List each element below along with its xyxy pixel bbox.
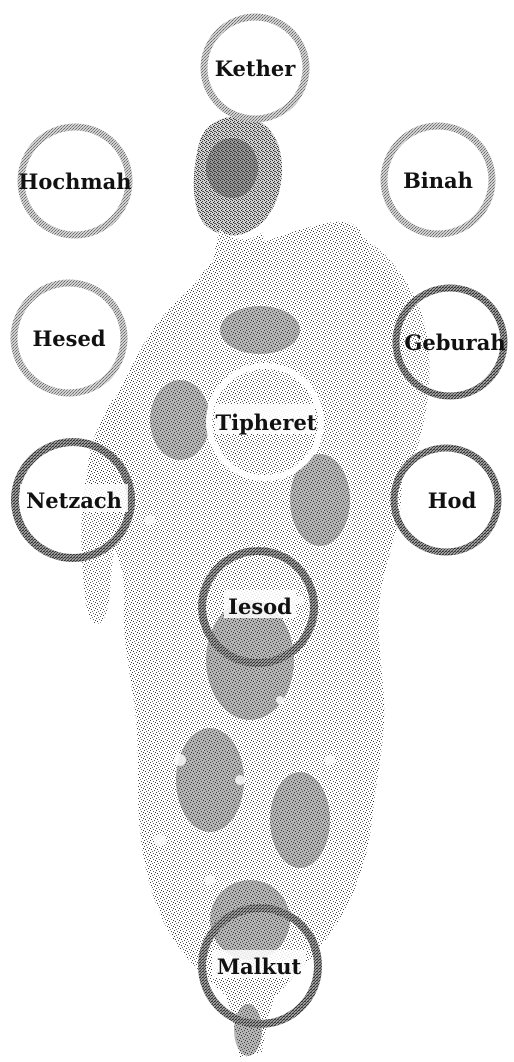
sefira-label: Tipheret: [215, 410, 316, 435]
sefira-label: Netzach: [26, 488, 122, 513]
sefira-label: Hesed: [32, 326, 105, 351]
human-figure: [81, 116, 429, 1058]
sefira-label: Binah: [403, 168, 473, 193]
sefira-label: Geburah: [404, 330, 505, 355]
sefira-label: Malkut: [217, 954, 302, 979]
sefira-hochmah: Hochmah: [19, 127, 132, 235]
sefira-hod: Hod: [394, 448, 498, 552]
sefira-label: Hod: [428, 488, 477, 513]
sefira-binah: Binah: [384, 126, 492, 234]
sefira-geburah: Geburah: [396, 288, 506, 396]
sefira-hesed: Hesed: [14, 283, 124, 393]
sefira-label: Kether: [215, 56, 296, 81]
sefira-label: Iesod: [228, 594, 292, 619]
sefira-label: Hochmah: [19, 169, 132, 194]
sefira-netzach: Netzach: [15, 442, 131, 558]
sefira-kether: Kether: [204, 17, 306, 119]
